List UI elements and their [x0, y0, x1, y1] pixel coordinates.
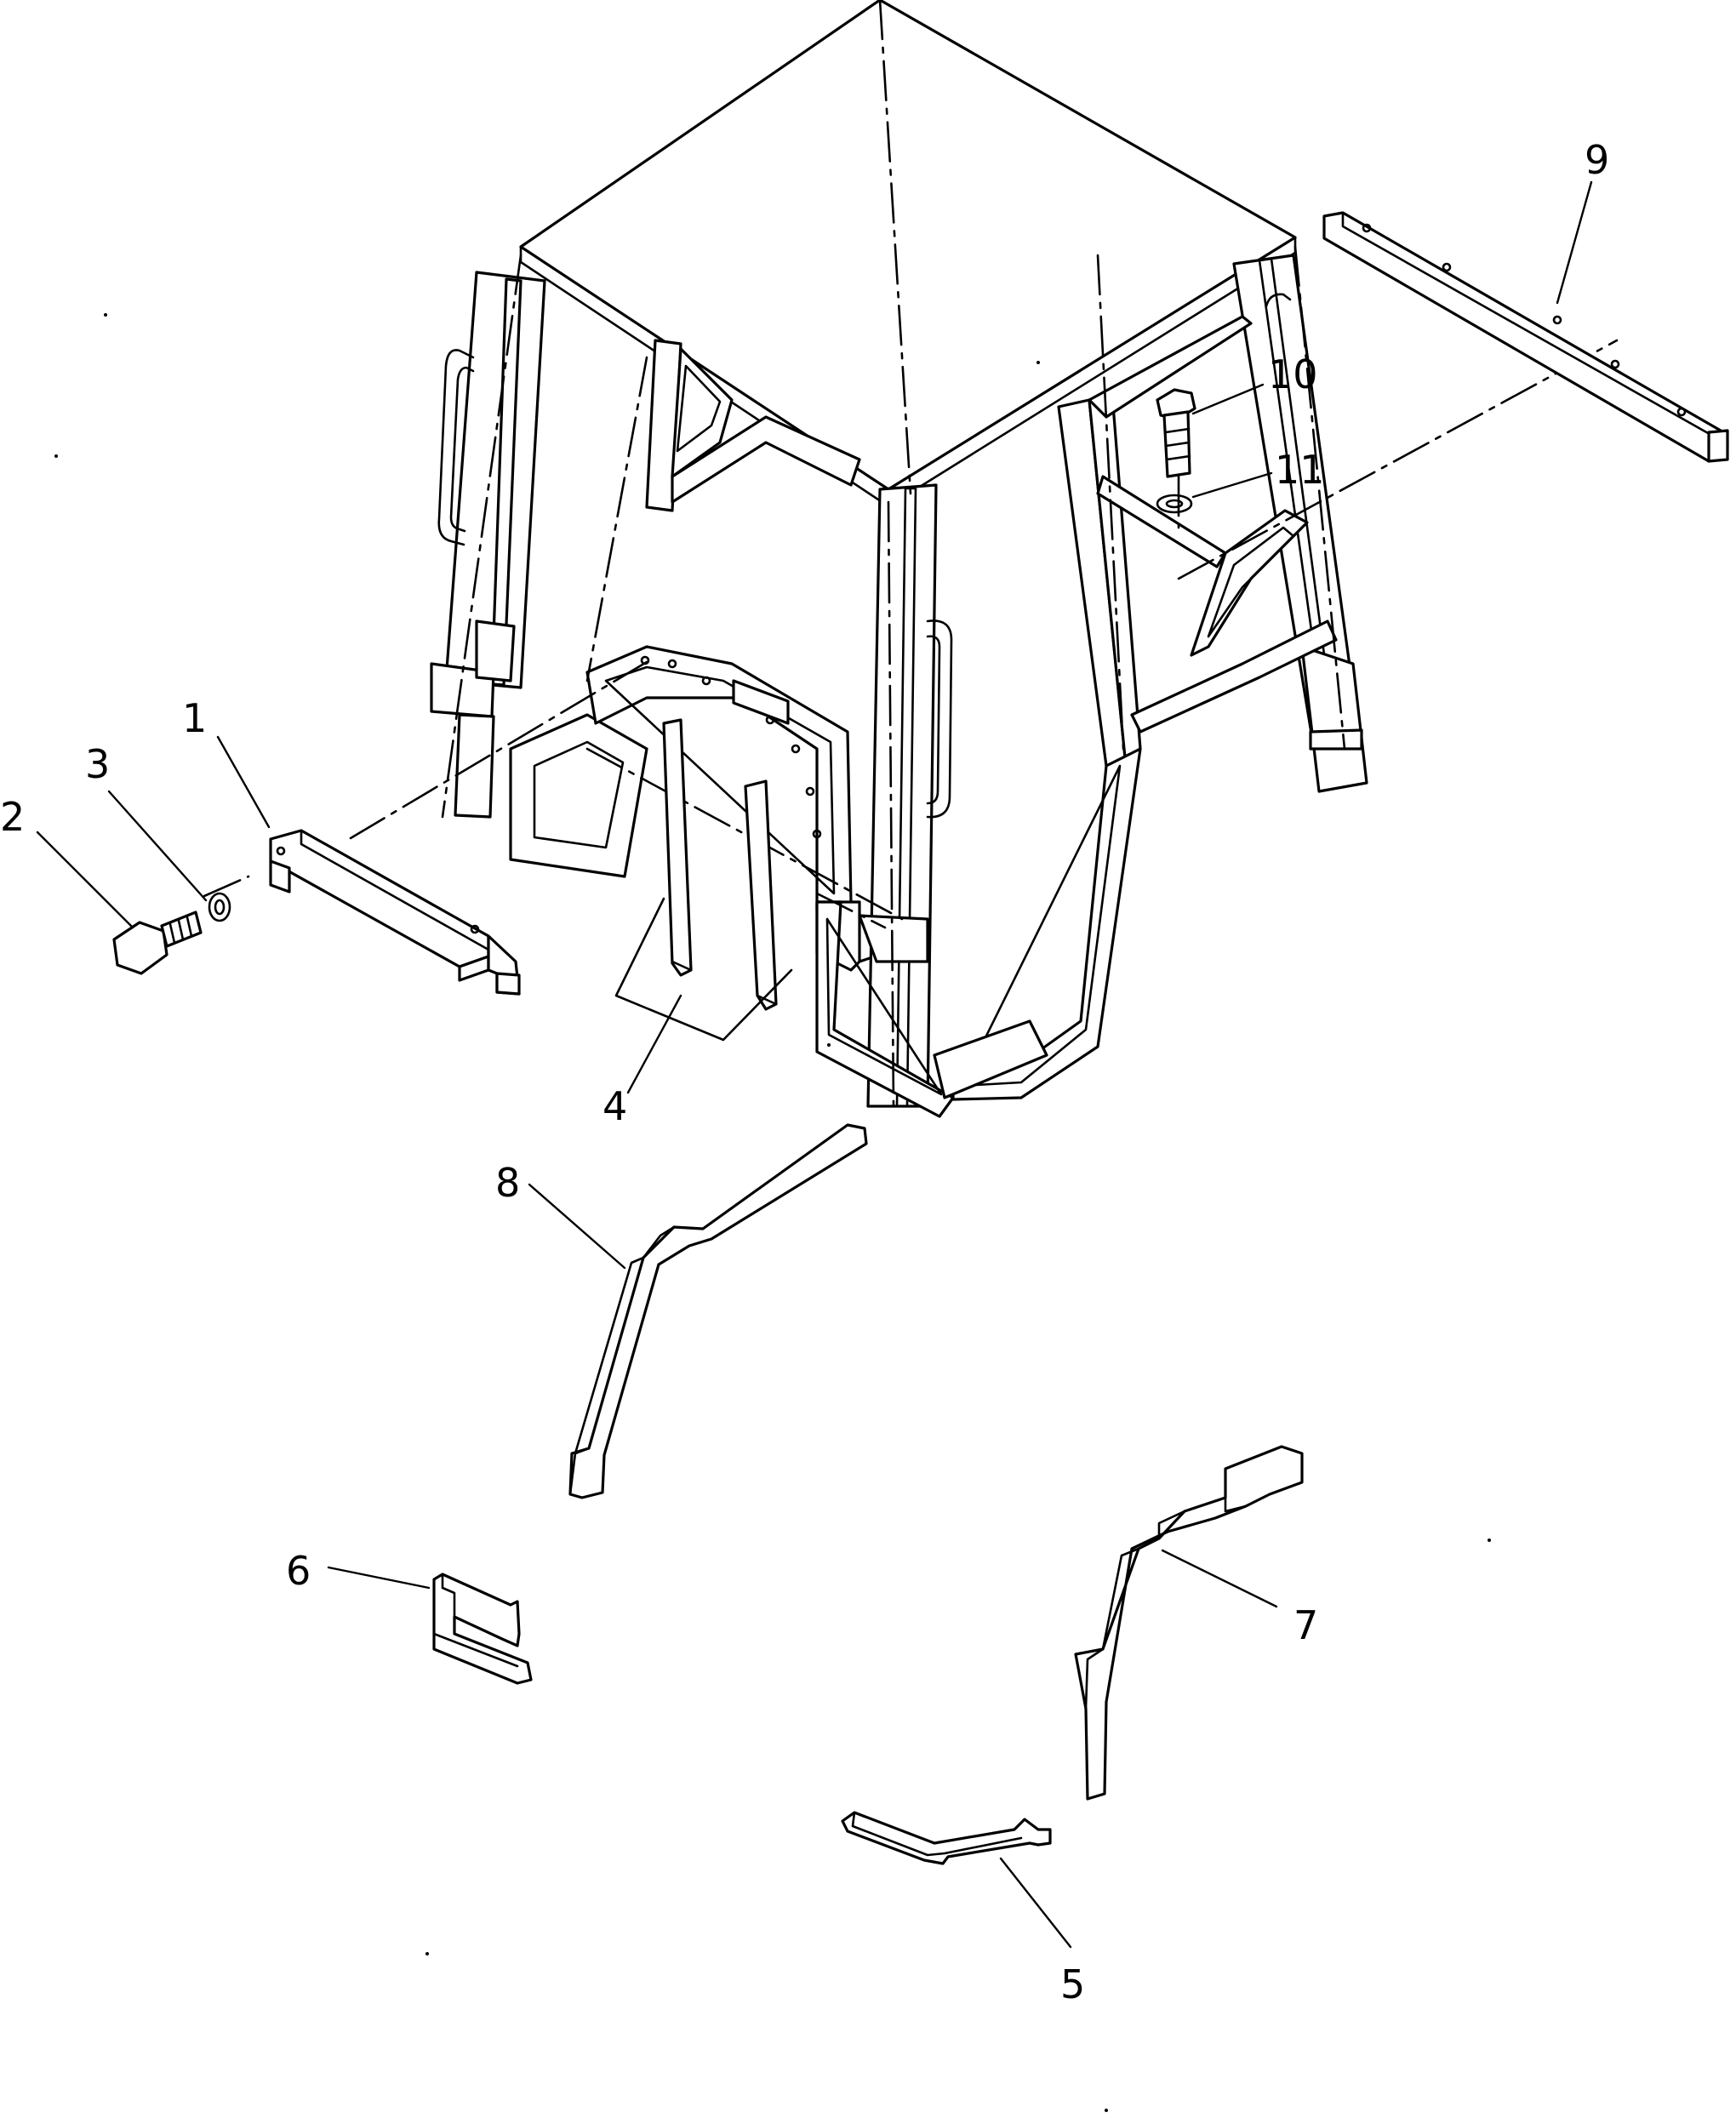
scan-specks — [54, 313, 1491, 2112]
callout-6: 6 — [286, 1548, 311, 1594]
leader-2 — [36, 831, 134, 929]
part-8-seal — [568, 1123, 868, 1499]
leader-11 — [1191, 471, 1273, 499]
leader-6 — [327, 1566, 431, 1590]
callout-labels: 1 2 3 4 5 6 7 8 9 10 11 — [0, 137, 1609, 2007]
callout-4: 4 — [602, 1083, 627, 1129]
part-3-washer — [208, 892, 231, 922]
callout-5: 5 — [1060, 1961, 1085, 2007]
leader-8 — [528, 1183, 626, 1270]
leader-7 — [1161, 1549, 1278, 1608]
leader-5 — [999, 1857, 1072, 1949]
callout-1: 1 — [182, 695, 207, 741]
leader-4 — [626, 994, 682, 1094]
part-5-seal — [841, 1811, 1052, 1865]
part-11-washer — [1156, 494, 1193, 514]
callout-11: 11 — [1275, 447, 1325, 493]
leader-1 — [216, 735, 271, 829]
part-1-bracket — [269, 829, 521, 996]
callout-2: 2 — [0, 794, 25, 840]
part-6-seal — [432, 1573, 533, 1685]
leader-9 — [1556, 180, 1593, 305]
leader-10 — [1191, 383, 1265, 415]
callout-9: 9 — [1585, 137, 1609, 183]
callout-3: 3 — [85, 741, 110, 787]
leader-3 — [107, 790, 208, 902]
part-7-seal — [1074, 1445, 1304, 1801]
callout-8: 8 — [495, 1160, 520, 1206]
assembly-center-lines — [203, 0, 1619, 1108]
part-2-bolt — [112, 911, 203, 975]
callout-10: 10 — [1268, 351, 1318, 397]
part-9-rail — [1322, 211, 1729, 463]
cab-frame — [430, 0, 1368, 1118]
leader-lines — [36, 180, 1593, 1949]
callout-7: 7 — [1293, 1602, 1318, 1648]
part-10-bolt — [1156, 388, 1196, 478]
